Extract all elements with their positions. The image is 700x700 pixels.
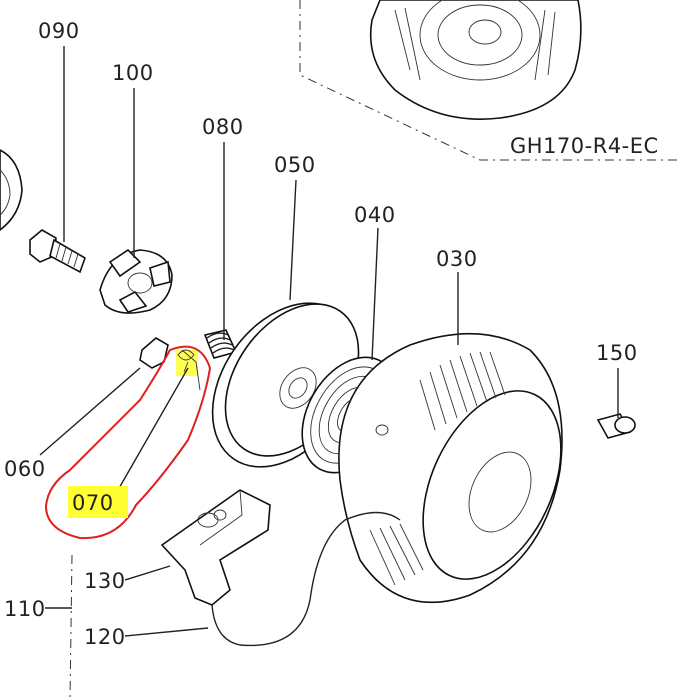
label-090: 090 (38, 19, 80, 43)
flywheel-edge (0, 149, 23, 232)
label-070: 070 (72, 491, 114, 515)
part-130-handle (160, 489, 271, 606)
label-100: 100 (112, 61, 154, 85)
highlight-070-label (68, 486, 128, 518)
part-090-bolt (29, 229, 86, 274)
label-030: 030 (436, 247, 478, 271)
label-120: 120 (84, 625, 126, 649)
callout-outline (44, 345, 212, 540)
part-030-starter-case (338, 332, 563, 604)
leader-lines (39, 46, 619, 637)
part-150-bolt (596, 413, 636, 439)
part-060-ratchet (139, 337, 169, 369)
assembly-110-bracket (69, 554, 73, 700)
part-100-cam (99, 248, 173, 314)
subassembly-boundary (299, 0, 680, 161)
part-070-friction-spring (177, 349, 201, 391)
label-060: 060 (4, 457, 46, 481)
model-code-label: GH170-R4-EC (510, 134, 659, 158)
label-080: 080 (202, 115, 244, 139)
label-150: 150 (596, 341, 638, 365)
engine-housing (369, 0, 582, 120)
part-120-starter-rope (211, 511, 401, 647)
label-130: 130 (84, 569, 126, 593)
label-110: 110 (4, 597, 46, 621)
label-050: 050 (274, 153, 316, 177)
label-040: 040 (354, 203, 396, 227)
